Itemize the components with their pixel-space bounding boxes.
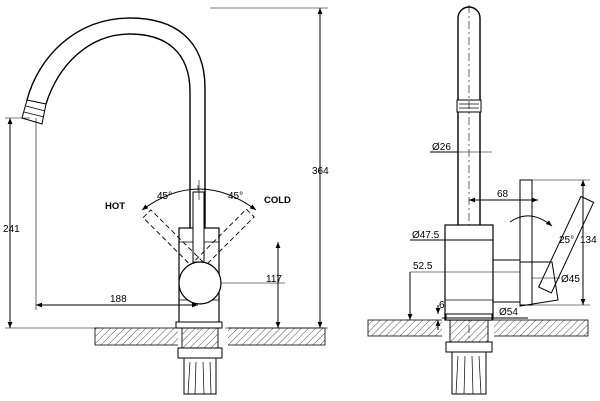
dim-25deg: 25° <box>559 235 574 246</box>
dim-d45: Ø45 <box>561 274 580 285</box>
spout-inner <box>45 33 191 230</box>
spout-aerator <box>21 99 47 125</box>
angle-right: 45° <box>228 191 243 202</box>
dim-117: 117 <box>266 274 282 285</box>
handle-lever-side <box>537 195 595 294</box>
label-cold: COLD <box>264 195 291 206</box>
angle-left: 45° <box>157 191 172 202</box>
mounting-thread <box>181 327 219 349</box>
dim-364: 364 <box>312 166 329 177</box>
spout-outer <box>26 17 206 230</box>
handle-lever-center <box>192 191 205 263</box>
mounting-nut-side <box>445 341 493 353</box>
base-flange <box>175 321 223 329</box>
mounting-thread-side <box>449 319 489 343</box>
base-flange-side <box>445 313 493 321</box>
handle-plate-side <box>519 179 533 306</box>
mounting-nut <box>177 347 223 359</box>
dim-d47-5: Ø47.5 <box>412 230 440 241</box>
dim-52-5: 52.5 <box>413 261 433 272</box>
dim-134: 134 <box>580 235 597 246</box>
handle-knob <box>178 261 222 305</box>
dim-241: 241 <box>3 224 20 235</box>
dim-68: 68 <box>497 189 509 200</box>
handle-housing-side <box>493 259 521 303</box>
dim-d26: Ø26 <box>432 142 451 153</box>
front-view: 364 241 117 188 45° 45° HOT COLD <box>3 7 329 395</box>
label-hot: HOT <box>105 201 125 212</box>
dim-188: 188 <box>110 294 127 305</box>
dim-6: 6 <box>439 300 445 311</box>
faucet-body-side <box>444 224 494 321</box>
side-view: Ø26 68 Ø47.5 52.5 6 Ø54 25° Ø45 134 <box>367 5 597 395</box>
dim-d54: Ø54 <box>499 307 518 318</box>
handle-knob-side <box>519 261 559 307</box>
